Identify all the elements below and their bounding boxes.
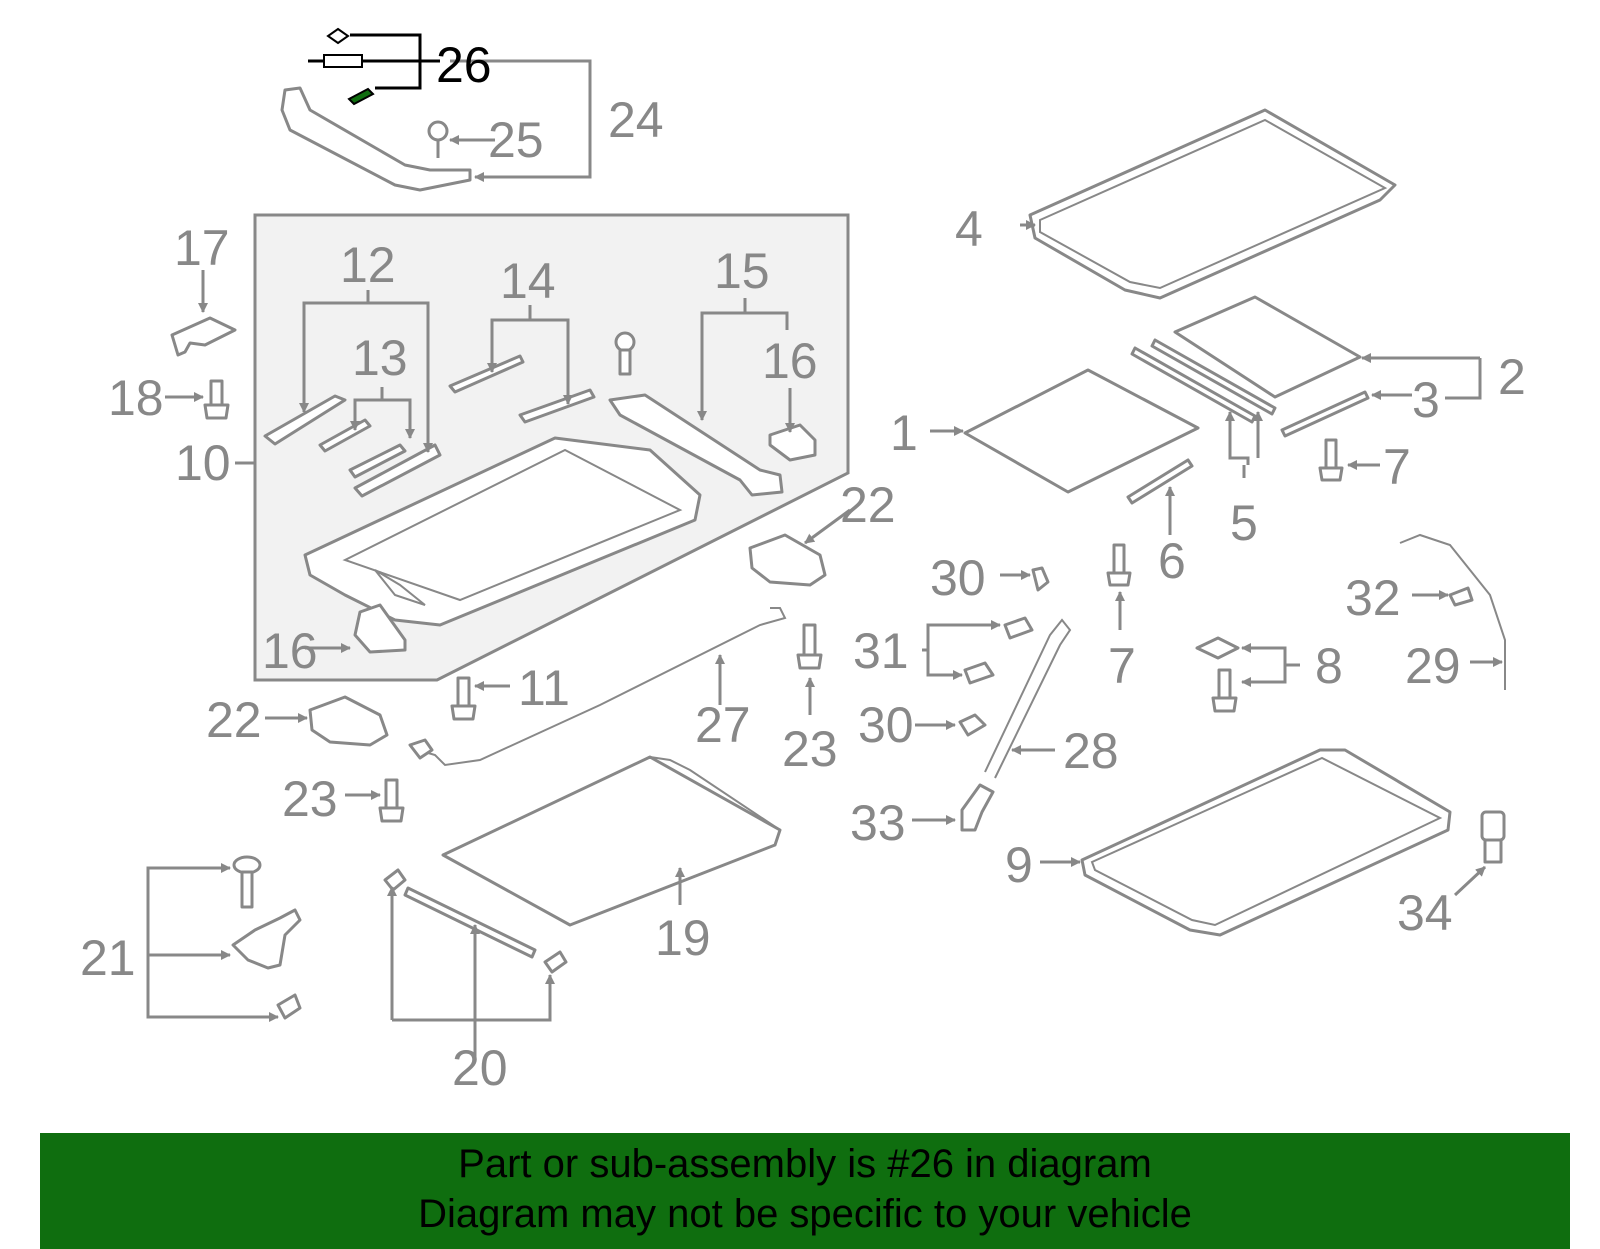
callout-22: 22 [840,477,896,533]
part-20-clip [383,868,407,892]
part-27-cable [417,607,787,767]
banner-line-1: Part or sub-assembly is #26 in diagram [458,1142,1152,1186]
callout-32: 32 [1345,570,1401,626]
part-5-strip-b [1150,338,1277,416]
part-21-screw [232,855,262,909]
part-28-tube [984,618,1072,779]
part-26-clip-a [326,27,350,45]
callout-22b: 22 [206,692,262,748]
callout-33: 33 [850,795,906,851]
callout-28: 28 [1063,723,1119,779]
callout-7: 7 [1383,439,1411,495]
callout-15: 15 [714,243,770,299]
part-21-clip [276,993,302,1020]
part-31-clip-b [963,661,995,685]
callout-1: 1 [890,405,918,461]
part-11-bolt [450,676,477,721]
callout-10: 10 [175,435,231,491]
part-30-clip-b [958,713,987,737]
callout-23: 23 [782,721,838,777]
callout-24: 24 [608,92,664,148]
part-34-plug [1480,810,1506,864]
part-20-clip-b [543,950,568,974]
part-15-rail [608,393,784,497]
part-8-nut [1195,636,1240,660]
part-9-seal [1080,748,1452,937]
callout-16b: 16 [262,623,318,679]
callout-12: 12 [340,237,396,293]
part-7-bolt-b [1106,543,1132,587]
callout-13: 13 [352,330,408,386]
banner-line-2: Diagram may not be specific to your vehi… [418,1192,1192,1236]
callout-19: 19 [655,910,711,966]
part-18-bolt [203,379,230,420]
part-33-elbow [960,783,995,832]
callout-9: 9 [1005,837,1033,893]
part-16-block [768,423,817,462]
part-3-strip [1280,390,1370,438]
part-20-strip [403,886,537,959]
callout-11: 11 [518,660,570,716]
part-25-screw [427,120,449,158]
part-12-strip [263,394,347,446]
part-16-block-b [353,603,407,654]
callout-20: 20 [452,1040,508,1096]
callout-30b: 30 [858,697,914,753]
callout-14: 14 [500,253,556,309]
part-6-strip [1126,458,1194,505]
callout-23b: 23 [282,771,338,827]
callout-26: 26 [436,37,492,93]
part-24-trim [280,86,472,192]
info-banner: Part or sub-assembly is #26 in diagram D… [40,1133,1570,1249]
callout-3: 3 [1412,372,1440,428]
part-26-clip-b [323,54,363,68]
callout-27: 27 [695,697,751,753]
part-23-bolt [796,623,823,670]
part-17-bracket [170,316,237,357]
part-23-bolt-b [378,778,405,823]
callout-16: 16 [762,333,818,389]
part-30-clip [1031,566,1050,592]
callout-6: 6 [1158,533,1186,589]
part-2-glass [1173,295,1362,399]
callout-34: 34 [1397,885,1453,941]
callout-31: 31 [853,623,909,679]
part-5-strip [1130,346,1257,424]
callout-17: 17 [174,220,230,276]
callout-8: 8 [1315,638,1343,694]
callout-7b: 7 [1108,638,1136,694]
callout-5: 5 [1230,495,1258,551]
part-7-bolt [1318,438,1344,482]
callout-25: 25 [488,112,544,168]
part-26-highlight-clip [347,87,375,106]
leader-26 [350,33,440,90]
part-32-clip [1448,586,1474,607]
callout-30: 30 [930,550,986,606]
part-29-tube [1399,533,1506,690]
part-22-block-b [308,695,389,747]
part-22-block [748,533,827,587]
part-8-bolt [1211,668,1238,713]
part-1-glass [963,368,1200,494]
callout-2: 2 [1498,349,1526,405]
part-12-strip-b [353,443,442,498]
callout-21: 21 [80,930,136,986]
callout-29: 29 [1405,638,1461,694]
part-31-clip [1003,616,1034,640]
callout-4: 4 [955,201,983,257]
part-4-seal [1028,108,1397,300]
part-13-strip-b [348,443,407,479]
part-bolt-10 [614,331,636,376]
part-19-shade [441,755,782,927]
callout-18: 18 [108,370,164,426]
part-10-frame [303,436,702,627]
part-21-bracket [231,908,302,970]
